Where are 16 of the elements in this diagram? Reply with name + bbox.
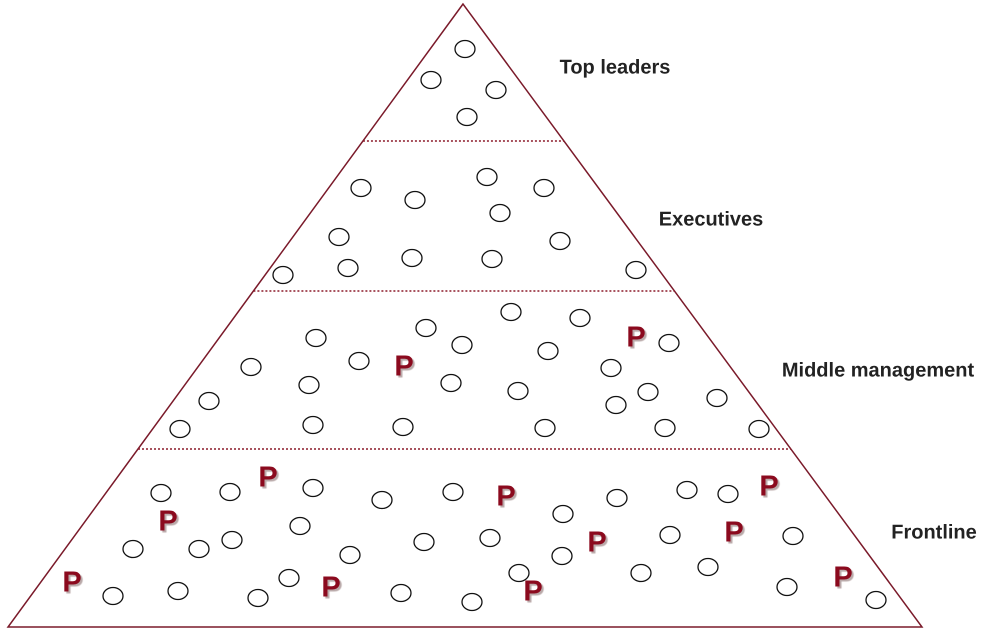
p-marker: P [394, 350, 414, 384]
p-marker: P [321, 572, 341, 604]
p-marker: P [759, 470, 779, 504]
p-marker: P [724, 516, 744, 550]
p-marker: P [523, 576, 543, 608]
p-marker: P [833, 562, 853, 594]
p-marker: P [258, 462, 278, 494]
p-marker: P [158, 506, 178, 538]
tier-label: Executives [658, 208, 764, 232]
tier-label: Frontline [891, 522, 977, 544]
p-marker: P [587, 526, 607, 560]
p-marker: P [626, 322, 646, 354]
tier-label: Middle management [782, 360, 974, 382]
p-marker: P [496, 480, 516, 514]
tier-label: Top leaders [560, 56, 670, 80]
p-marker: P [62, 566, 82, 600]
